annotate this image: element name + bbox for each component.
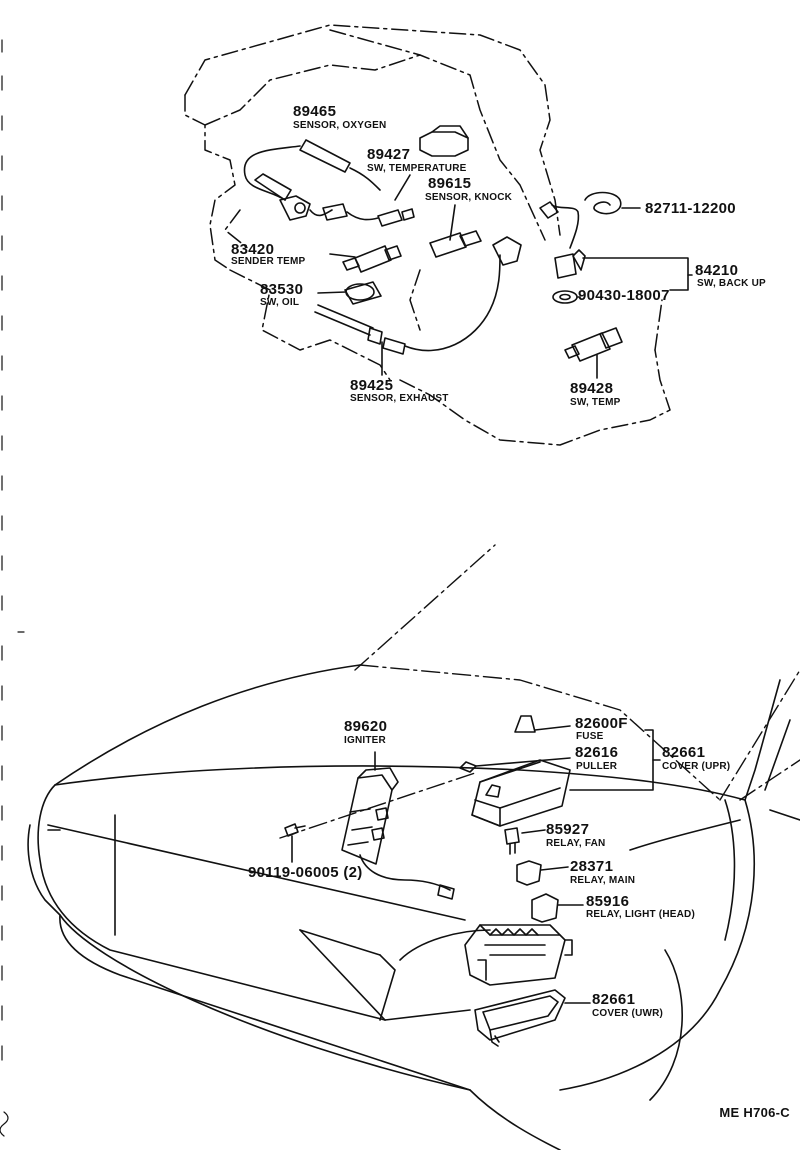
part-name-83530: SW, OIL bbox=[260, 297, 300, 308]
backup-switch-84210 bbox=[539, 201, 693, 304]
cover-upper-82661 bbox=[471, 729, 661, 827]
connector-block bbox=[322, 203, 379, 221]
part-name-82661-lower: COVER (UWR) bbox=[592, 1008, 664, 1019]
knock-sensor-89615 bbox=[429, 204, 482, 258]
cover-lower-82661 bbox=[474, 989, 591, 1047]
part-number-84210: 84210 bbox=[695, 262, 739, 279]
margin-ticks bbox=[0, 39, 25, 1137]
oil-switch-83530 bbox=[317, 281, 382, 305]
part-number-82711: 82711-12200 bbox=[645, 200, 736, 217]
part-name-89427: SW, TEMPERATURE bbox=[367, 163, 467, 174]
part-name-89615: SENSOR, KNOCK bbox=[425, 192, 513, 203]
temp-switch-89428 bbox=[564, 327, 623, 379]
exhaust-sensor-89425 bbox=[314, 236, 522, 376]
part-name-82661-upper: COVER (UPR) bbox=[662, 761, 731, 772]
part-number-83420: 83420 bbox=[231, 241, 275, 258]
bolt-90119 bbox=[284, 823, 306, 863]
igniter-89620 bbox=[341, 751, 455, 900]
relay-light-85916 bbox=[531, 893, 584, 923]
relay-block bbox=[464, 924, 573, 986]
part-number-89465: 89465 bbox=[293, 103, 337, 120]
temp-switch-89427 bbox=[377, 174, 415, 227]
diagram-code: ME H706-C bbox=[719, 1105, 790, 1120]
part-number-82661-lower: 82661 bbox=[592, 991, 636, 1008]
part-number-89615: 89615 bbox=[428, 175, 472, 192]
top-bracket bbox=[419, 125, 469, 157]
part-name-89620: IGNITER bbox=[344, 735, 386, 746]
part-name-28371: RELAY, MAIN bbox=[570, 875, 636, 886]
part-name-83420: SENDER TEMP bbox=[231, 256, 306, 267]
oxygen-sensor-89465 bbox=[243, 139, 381, 221]
fuse-82600 bbox=[514, 715, 571, 733]
part-number-90430: 90430-18007 bbox=[578, 287, 670, 304]
part-name-84210: SW, BACK UP bbox=[697, 278, 766, 289]
part-name-89425: SENSOR, EXHAUST bbox=[350, 393, 449, 404]
part-name-85916: RELAY, LIGHT (HEAD) bbox=[586, 909, 695, 920]
part-number-82600f: 82600F bbox=[575, 715, 628, 732]
part-name-89428: SW, TEMP bbox=[570, 397, 621, 408]
engine-outline bbox=[184, 24, 671, 446]
part-name-89465: SENSOR, OXYGEN bbox=[293, 120, 387, 131]
part-name-82600f: FUSE bbox=[576, 731, 604, 742]
part-number-28371: 28371 bbox=[570, 858, 614, 875]
part-number-90119: 90119-06005 (2) bbox=[248, 864, 363, 881]
part-name-82616: PULLER bbox=[576, 761, 618, 772]
part-number-89427: 89427 bbox=[367, 146, 411, 163]
part-number-82616: 82616 bbox=[575, 744, 619, 761]
part-name-85927: RELAY, FAN bbox=[546, 838, 606, 849]
relay-main-28371 bbox=[516, 860, 569, 886]
part-number-83530: 83530 bbox=[260, 281, 304, 298]
clamp-82711 bbox=[584, 191, 641, 215]
part-number-85916: 85916 bbox=[586, 893, 630, 910]
car-body bbox=[27, 544, 800, 1150]
puller-82616 bbox=[459, 757, 571, 773]
part-number-89620: 89620 bbox=[344, 718, 388, 735]
part-number-85927: 85927 bbox=[546, 821, 590, 838]
sender-temp-83420 bbox=[329, 245, 402, 273]
part-number-89425: 89425 bbox=[350, 377, 394, 394]
relay-fan-85927 bbox=[504, 827, 546, 855]
part-number-82661-upper: 82661 bbox=[662, 744, 706, 761]
part-number-89428: 89428 bbox=[570, 380, 614, 397]
